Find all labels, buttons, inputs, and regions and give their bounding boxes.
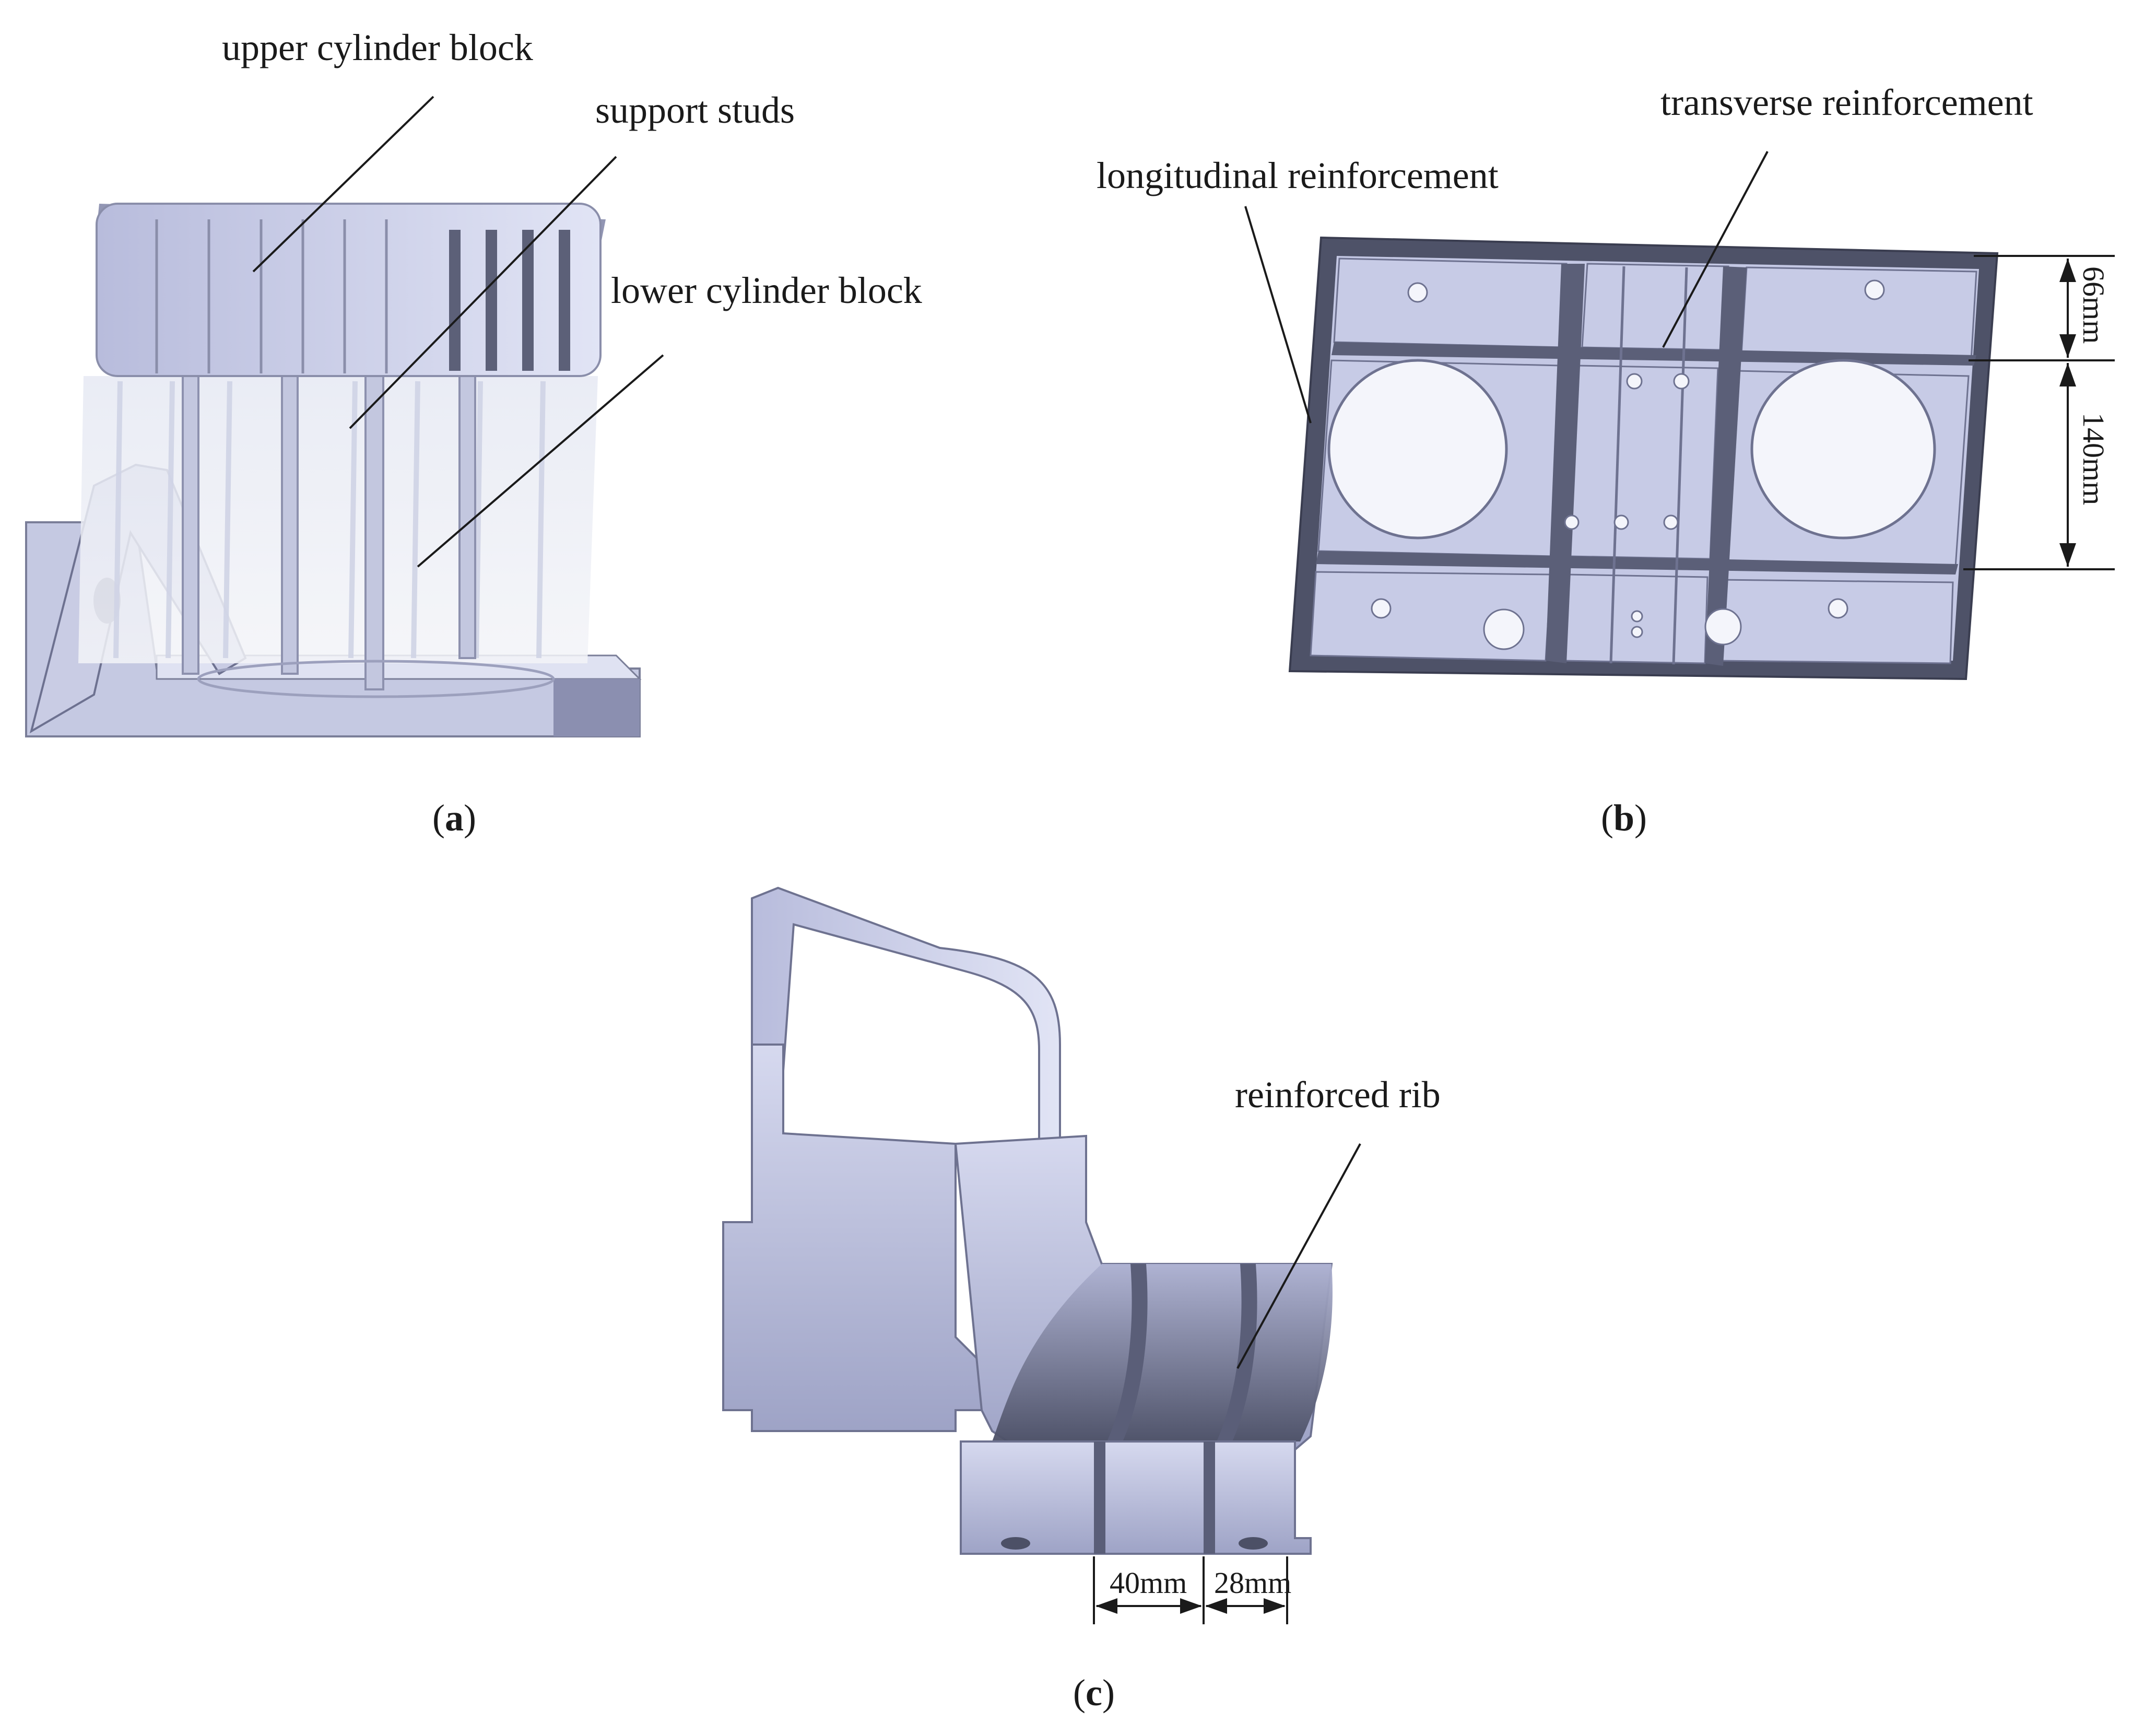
panel-a-leader-lower bbox=[417, 354, 664, 568]
label-support-studs: support studs bbox=[595, 89, 795, 131]
label-lower-cylinder-block: lower cylinder block bbox=[611, 269, 922, 311]
label-upper-cylinder-block: upper cylinder block bbox=[222, 27, 533, 68]
caption-a-letter: a bbox=[445, 797, 464, 839]
panel-b-small-holes bbox=[1371, 279, 1885, 650]
panel-a-upper-block bbox=[96, 203, 602, 377]
dim-40mm: 40mm bbox=[1110, 1566, 1187, 1600]
panel-c-ribs bbox=[1107, 1264, 1257, 1441]
label-longitudinal-reinforcement: longitudinal reinforcement bbox=[1097, 155, 1499, 196]
panel-b-leader-longitudinal bbox=[1244, 206, 1312, 424]
panel-a-leader-upper bbox=[252, 96, 434, 273]
panel-a-upper-block-fins bbox=[155, 219, 388, 373]
panel-b-dimension-arrows bbox=[2059, 259, 2076, 567]
panel-c-flange-hole-1 bbox=[1001, 1537, 1030, 1550]
panel-c-leader-rib bbox=[1236, 1143, 1361, 1369]
panel-b-large-hole-right bbox=[1750, 359, 1936, 540]
panel-c-drawing: 40mm 28mm reinforced rib bbox=[722, 886, 1441, 1624]
panel-c-flange-ribs bbox=[1094, 1441, 1215, 1554]
dim-28mm: 28mm bbox=[1214, 1566, 1291, 1600]
caption-c-letter: c bbox=[1086, 1672, 1102, 1714]
dim-66mm: 66mm bbox=[2077, 266, 2111, 344]
panel-a-upper-block-dark-fins bbox=[449, 230, 570, 371]
panel-b-ribs bbox=[1316, 264, 1976, 666]
caption-b: (b) bbox=[1601, 797, 1647, 839]
panel-c-dimension-arrows bbox=[1095, 1598, 1286, 1614]
panel-b-leader-transverse bbox=[1662, 151, 1769, 348]
panel-a-lower-block bbox=[78, 376, 598, 663]
panel-b-large-hole-left bbox=[1327, 359, 1508, 540]
panel-b-center-rib-1 bbox=[1609, 266, 1625, 664]
label-transverse-reinforcement: transverse reinforcement bbox=[1660, 81, 2033, 123]
panel-a-leader-studs bbox=[349, 156, 617, 429]
caption-a: (a) bbox=[432, 797, 476, 839]
label-reinforced-rib: reinforced rib bbox=[1235, 1074, 1441, 1116]
panel-c-left-body bbox=[722, 1044, 999, 1432]
panel-a-drawing: upper cylinder block support studs lower… bbox=[25, 27, 922, 737]
panel-a-stud-base bbox=[197, 660, 555, 698]
dim-140mm: 140mm bbox=[2077, 413, 2111, 505]
panel-c-flange-hole-2 bbox=[1239, 1537, 1268, 1550]
panel-b-center-rib-2 bbox=[1672, 267, 1688, 665]
panel-a-support-studs bbox=[182, 365, 476, 690]
caption-b-letter: b bbox=[1613, 797, 1634, 839]
panel-c-arch bbox=[751, 886, 1061, 1151]
caption-c: (c) bbox=[1073, 1672, 1115, 1714]
panel-c-lower-flange bbox=[960, 1440, 1312, 1555]
panel-a-base-side bbox=[553, 679, 640, 736]
panel-b-drawing: 66mm 140mm transverse reinforcement long… bbox=[1097, 81, 2115, 681]
